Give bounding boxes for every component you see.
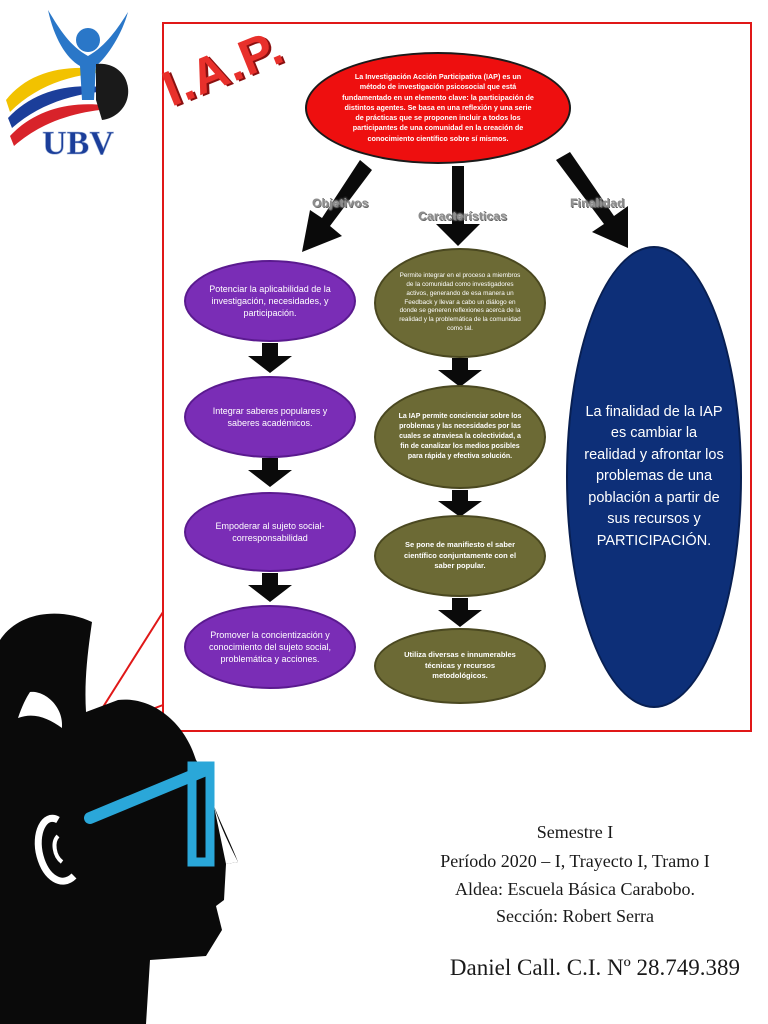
objetivo-oval-3: Empoderar al sujeto social-corresponsabi… [184,492,356,572]
caracteristica-oval-3: Se pone de manifiesto el saber científic… [374,515,546,597]
head-silhouette [0,613,238,1024]
arrow-down-car-3 [438,598,482,627]
ubv-logo: UBV [6,10,129,162]
label-objetivos: Objetivos [312,196,369,210]
logo-text: UBV [42,125,114,162]
face-profile-white [214,806,238,864]
author-line: Daniel Call. C.I. Nº 28.749.389 [449,955,741,980]
objetivo-text-4: Promover la concientización y conocimien… [208,629,332,665]
arrow-down-car-2 [438,490,482,517]
central-definition-text: La Investigación Acción Participativa (I… [342,72,534,143]
caracteristica-oval-2: La IAP permite concienciar sobre los pro… [374,385,546,489]
objetivo-text-2: Integrar saberes populares y saberes aca… [212,405,328,428]
glasses-lens [187,761,215,867]
logo-figure-body-dark [96,63,129,120]
label-caracteristicas: Características [418,209,508,223]
caracteristica-oval-1: Permite integrar en el proceso a miembro… [374,248,546,358]
objetivo-text-3: Empoderar al sujeto social-corresponsabi… [215,520,325,543]
thinking-head-illustration [0,613,238,1024]
glasses-arm [84,764,212,824]
objetivo-oval-1: Potenciar la aplicabilidad de la investi… [184,260,356,342]
central-definition-oval: La Investigación Acción Participativa (I… [305,52,571,164]
caracteristica-text-2: La IAP permite concienciar sobre los pro… [398,412,522,461]
hair-tuft [18,691,63,728]
arrows-from-center [302,152,628,252]
objetivo-oval-4: Promover la concientización y conocimien… [184,605,356,689]
caracteristica-text-4: Utiliza diversas e innumerables técnicas… [404,649,516,681]
info-seccion: Sección: Robert Serra [496,906,654,926]
ear-outline [34,814,77,885]
ear-inner [52,834,64,864]
arrow-to-objetivos [302,160,372,252]
objetivo-oval-2: Integrar saberes populares y saberes aca… [184,376,356,458]
finalidad-text: La finalidad de la IAP es cambiar la rea… [584,403,724,549]
caracteristica-text-1: Permite integrar en el proceso a miembro… [399,271,521,333]
logo-figure-head [76,28,100,52]
arrow-down-obj-2 [248,458,292,487]
logo-figure-arms [48,10,128,100]
diagram-frame [162,22,752,732]
arrow-down-obj-3 [248,573,292,602]
arrows-objetivos-column [248,343,292,602]
info-semestre: Semestre I [536,822,614,842]
caracteristica-oval-4: Utiliza diversas e innumerables técnicas… [374,628,546,704]
arrow-down-car-1 [438,358,482,387]
info-periodo: Período 2020 – I, Trayecto I, Tramo I [440,851,710,871]
arrow-to-caracteristicas [436,166,480,246]
finalidad-oval: La finalidad de la IAP es cambiar la rea… [566,246,742,708]
objetivo-text-1: Potenciar la aplicabilidad de la investi… [209,283,331,319]
arrow-down-obj-1 [248,343,292,373]
arrows-caracteristicas-column [438,358,482,627]
caracteristica-text-3: Se pone de manifiesto el saber científic… [403,539,517,571]
label-finalidad: Finalidad [570,196,625,210]
arrow-to-finalidad [556,152,628,248]
info-aldea: Aldea: Escuela Básica Carabobo. [455,879,695,899]
logo-swoosh-yellow [6,67,118,112]
